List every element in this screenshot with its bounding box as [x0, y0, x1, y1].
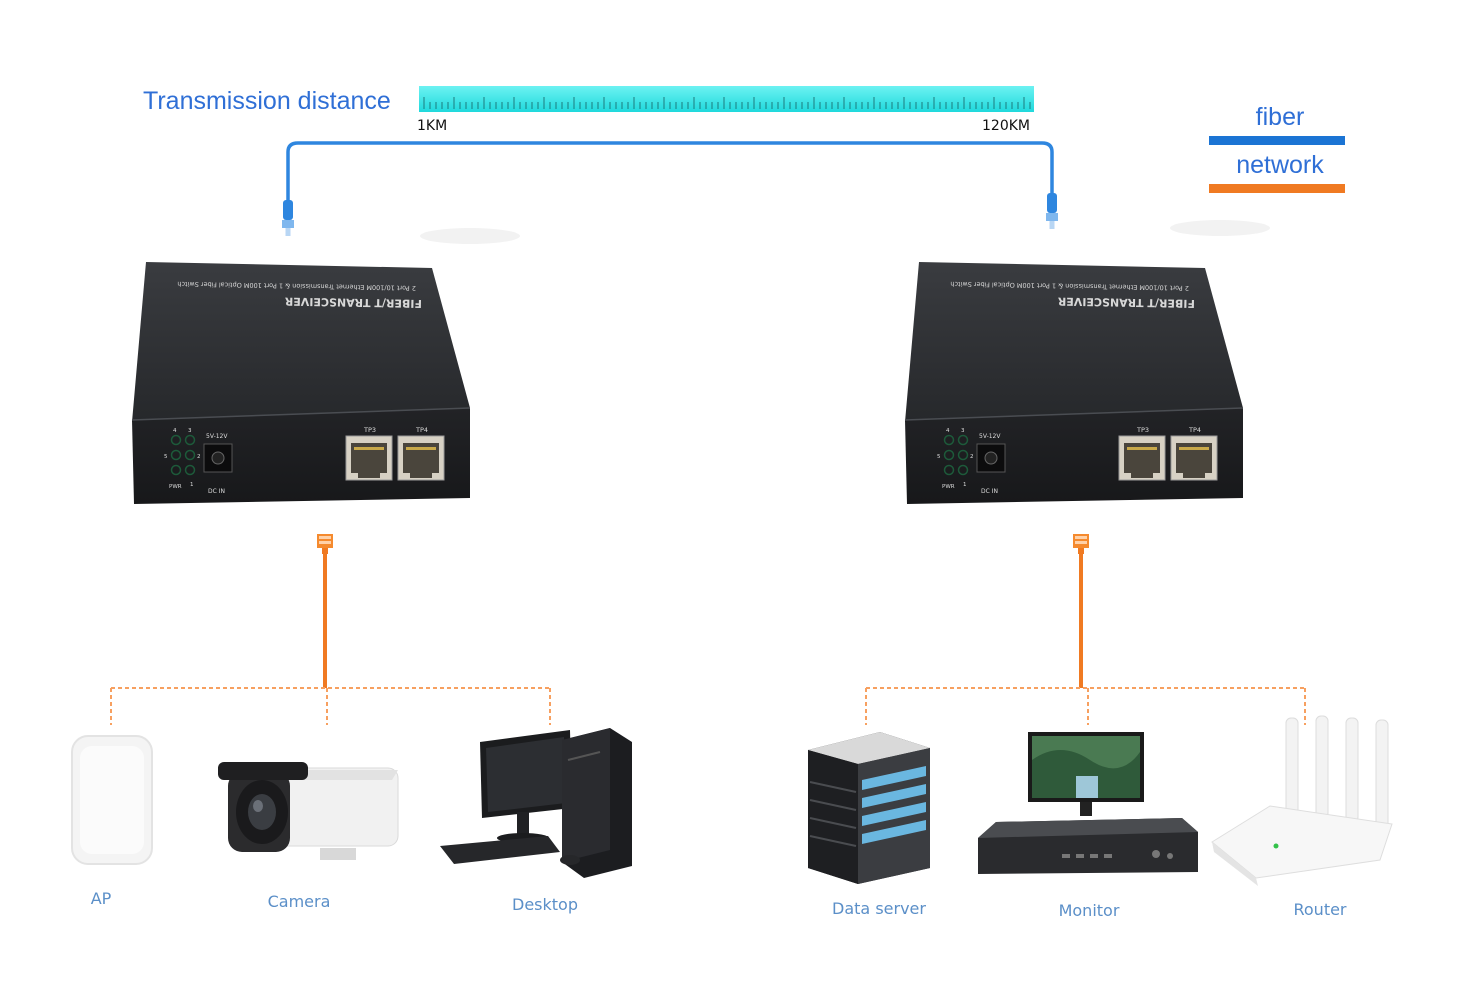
access-point-icon	[71, 735, 153, 865]
router-icon	[1211, 715, 1393, 886]
device-label-desktop: Desktop	[512, 895, 578, 914]
camera-icon	[218, 762, 399, 860]
fiber-line	[286, 141, 1054, 200]
legend-fiber-line	[1209, 136, 1345, 145]
device-label-data-server: Data server	[832, 899, 926, 918]
device-label-monitor: Monitor	[1058, 901, 1120, 920]
server-icon	[808, 732, 930, 884]
scale-bar	[419, 86, 1034, 112]
right-network-lines	[865, 534, 1306, 725]
legend-network-label: network	[1236, 151, 1324, 179]
device-label-camera: Camera	[267, 892, 331, 911]
left-network-lines	[110, 534, 551, 725]
scale-max-label: 120KM	[982, 118, 1030, 134]
device-label-router: Router	[1293, 900, 1347, 919]
legend-fiber-label: fiber	[1255, 103, 1305, 131]
scale-ticks	[423, 97, 1031, 109]
right-transceiver	[904, 261, 1244, 505]
device-label-ap: AP	[90, 889, 112, 908]
desktop-icon	[440, 728, 632, 878]
scale-min-label: 1KM	[417, 118, 448, 134]
left-transceiver	[131, 261, 471, 505]
legend-network-line	[1209, 184, 1345, 193]
left-fiber-connector	[282, 200, 294, 236]
transmission-scale	[419, 86, 1034, 112]
diagram-title: Transmission distance	[143, 87, 391, 115]
monitor-icon	[978, 732, 1198, 874]
right-fiber-connector	[1046, 193, 1058, 229]
